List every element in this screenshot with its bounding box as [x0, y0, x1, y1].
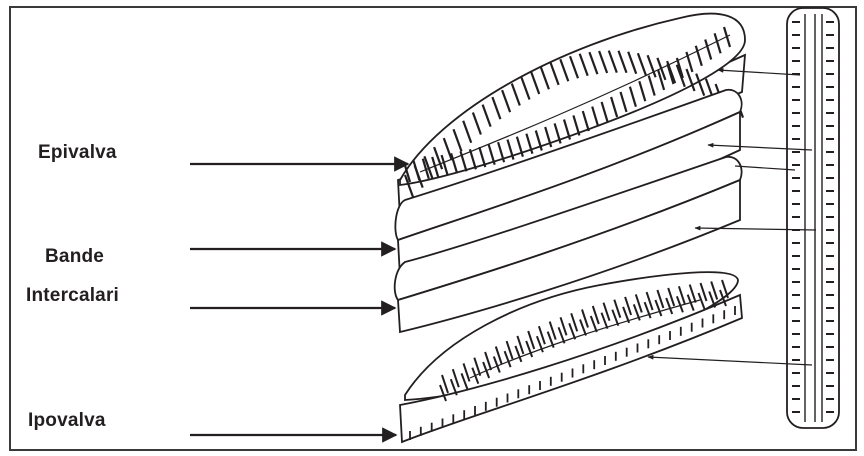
- label-bande: Bande: [45, 246, 104, 268]
- label-arrows: [190, 164, 408, 435]
- label-ipovalva: Ipovalva: [28, 410, 106, 432]
- label-intercalari: Intercalari: [26, 285, 119, 307]
- girdle-view: [787, 8, 839, 428]
- label-epivalva: Epivalva: [38, 142, 117, 164]
